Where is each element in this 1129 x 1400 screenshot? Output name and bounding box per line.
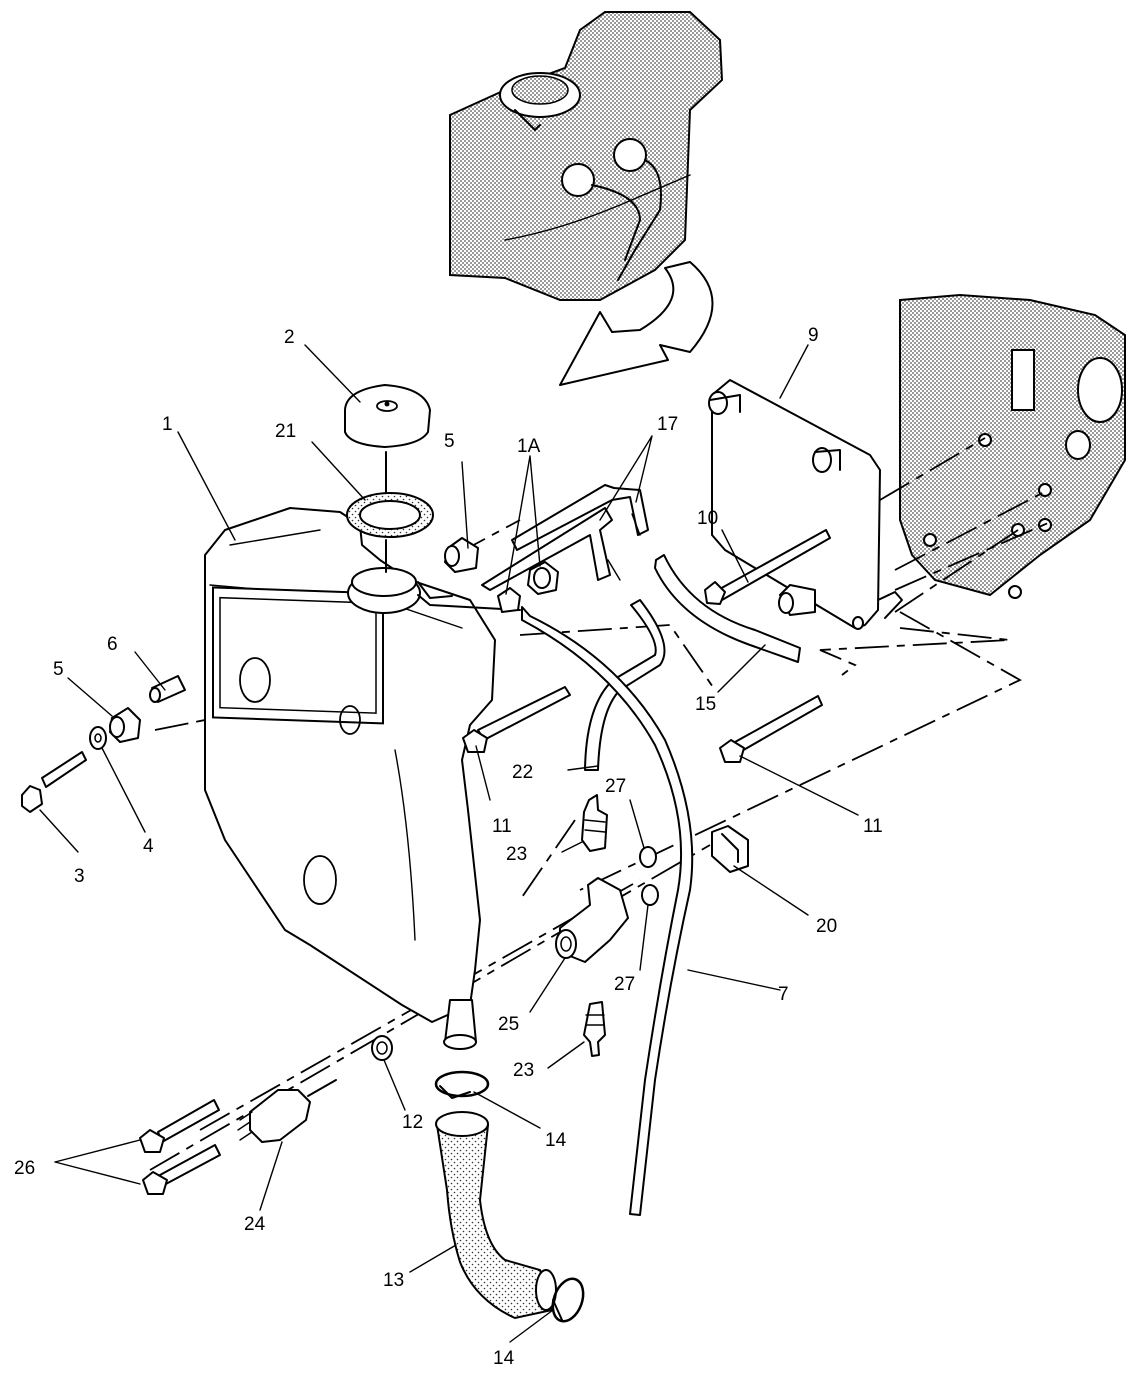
washer-12 xyxy=(371,1035,393,1061)
callout-20: 20 xyxy=(816,916,837,937)
callout-26: 26 xyxy=(14,1158,35,1179)
grommet-upper xyxy=(444,537,479,573)
callout-23-lower: 23 xyxy=(513,1060,534,1081)
callout-27-upper: 27 xyxy=(605,776,626,797)
fitting-1a xyxy=(497,561,559,613)
callout-6: 6 xyxy=(107,634,118,655)
fitting-23-lower xyxy=(583,1001,606,1057)
bolt-3 xyxy=(21,751,87,813)
bolt-11-right xyxy=(719,695,823,763)
hose-clamp-14-upper xyxy=(434,1070,490,1099)
callout-23-upper: 23 xyxy=(506,844,527,865)
sensor-24 xyxy=(237,1079,337,1143)
transition-arrow xyxy=(559,261,714,386)
callout-13: 13 xyxy=(383,1270,404,1291)
bolt-10 xyxy=(704,529,831,605)
callout-labels: 1 1A 2 3 4 5 5 6 7 9 10 11 11 12 13 14 1… xyxy=(14,325,883,1369)
callout-21: 21 xyxy=(275,421,296,442)
hose-15 xyxy=(654,554,801,663)
bolt-26-upper xyxy=(139,1099,220,1153)
lower-hose-13 xyxy=(435,1111,557,1320)
overflow-hose-7 xyxy=(521,606,694,1216)
callout-5-upper: 5 xyxy=(444,431,455,452)
bracket-spacer xyxy=(778,584,816,616)
callout-14-upper: 14 xyxy=(545,1130,567,1151)
leader-lines xyxy=(39,344,859,1343)
callout-11-left: 11 xyxy=(492,816,512,837)
callout-24: 24 xyxy=(244,1214,266,1235)
cap-seal xyxy=(346,492,434,538)
callout-1a: 1A xyxy=(517,436,541,457)
callout-4: 4 xyxy=(143,836,154,857)
callout-15: 15 xyxy=(695,694,716,715)
coolant-reservoir xyxy=(204,507,521,1050)
fitting-23-upper xyxy=(581,794,608,852)
bolt-11-left xyxy=(462,686,571,753)
reservoir-cap xyxy=(344,384,431,448)
callout-12: 12 xyxy=(402,1112,423,1133)
callout-5-left: 5 xyxy=(53,659,64,680)
installed-view-inset xyxy=(449,11,724,301)
callout-22: 22 xyxy=(512,762,533,783)
callout-27-lower: 27 xyxy=(614,974,635,995)
grommet-5-left xyxy=(109,707,141,743)
callout-14-lower: 14 xyxy=(493,1348,515,1369)
callout-11-right: 11 xyxy=(863,816,883,837)
callout-7: 7 xyxy=(778,984,789,1005)
callout-10: 10 xyxy=(697,508,718,529)
tube-17 xyxy=(481,484,649,591)
callout-17: 17 xyxy=(657,414,678,435)
bolt-26-lower xyxy=(142,1144,221,1195)
hose-clamp-14-lower xyxy=(551,1277,585,1323)
washer-4 xyxy=(89,726,107,750)
spacer-6 xyxy=(149,675,186,703)
hose-clip-20 xyxy=(711,825,749,873)
washer-27-lower xyxy=(641,884,659,906)
callout-25: 25 xyxy=(498,1014,519,1035)
engine-block-view xyxy=(899,293,1126,599)
sensor-housing-25 xyxy=(555,877,629,963)
washer-27-upper xyxy=(639,846,657,868)
callout-3: 3 xyxy=(74,866,85,887)
callout-9: 9 xyxy=(808,325,819,346)
mounting-bracket xyxy=(708,379,903,630)
callout-1: 1 xyxy=(162,414,173,435)
callout-2: 2 xyxy=(284,327,295,348)
